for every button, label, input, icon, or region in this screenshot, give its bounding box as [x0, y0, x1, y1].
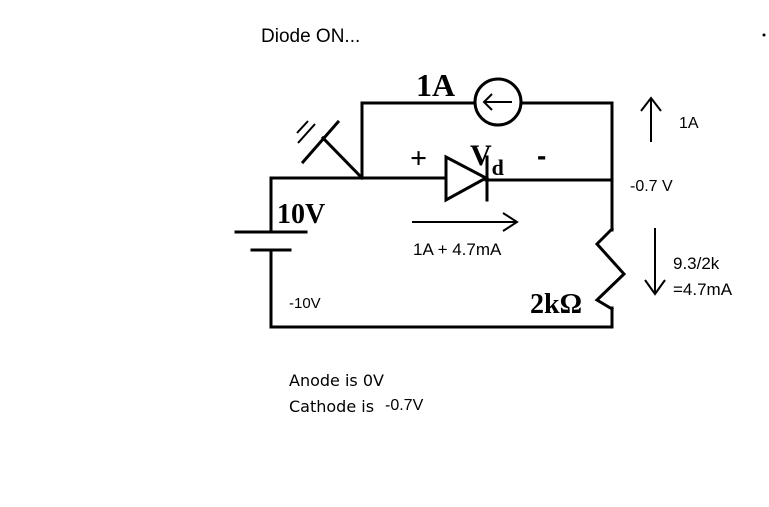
- diode-label-sub: d: [492, 155, 504, 180]
- ground-hatch-1: [297, 123, 316, 144]
- source-current-label: 1A: [416, 67, 455, 103]
- wire-current-source-left: [360, 101, 477, 180]
- diode-triangle: [444, 154, 490, 203]
- wire-current-source-right: [519, 101, 614, 232]
- note-cathode: Cathode is: [289, 397, 374, 416]
- diode-current-label: 1A + 4.7mA: [413, 240, 502, 259]
- right-current-arrow-head: [640, 96, 662, 112]
- wire-anode: [269, 176, 448, 234]
- diode-label: Vd: [470, 139, 504, 180]
- resistor-current-line2: =4.7mA: [673, 280, 733, 299]
- wire-bottom: [269, 248, 614, 329]
- diode-label-main: V: [470, 139, 492, 172]
- diode-current-arrow: [412, 212, 519, 232]
- source-voltage-label: 10V: [277, 199, 325, 230]
- ground-lead: [320, 135, 365, 181]
- cathode-voltage-label: -0.7 V: [630, 178, 673, 195]
- stray-dot: [762, 33, 766, 37]
- resistor-current-line1: 9.3/2k: [673, 254, 720, 273]
- negative-node-label: -10V: [289, 295, 321, 312]
- current-source: [473, 77, 523, 127]
- ground-hatch-2: [296, 120, 309, 134]
- resistor-label: 2kΩ: [530, 289, 582, 320]
- ground-symbol: [296, 119, 365, 181]
- diode-current-arrow-head: [502, 212, 519, 232]
- diode-symbol: [444, 154, 490, 203]
- current-source-arrow-head: [482, 93, 493, 111]
- note-cathode-value: -0.7V: [385, 397, 424, 414]
- resistor-current-arrow: [644, 228, 666, 296]
- right-current-label: 1A: [679, 115, 699, 132]
- ground-plate: [300, 119, 341, 165]
- resistor-symbol: [594, 226, 627, 312]
- page-title: Diode ON...: [261, 26, 360, 47]
- diode-minus-sign: -: [537, 140, 546, 171]
- battery-symbol: [234, 230, 308, 252]
- diode-plus-sign: +: [410, 142, 427, 175]
- circuit-wires: [269, 101, 614, 329]
- right-current-arrow: [640, 96, 662, 142]
- resistor-current-arrow-head: [644, 279, 666, 296]
- note-anode: Anode is 0V: [289, 371, 384, 390]
